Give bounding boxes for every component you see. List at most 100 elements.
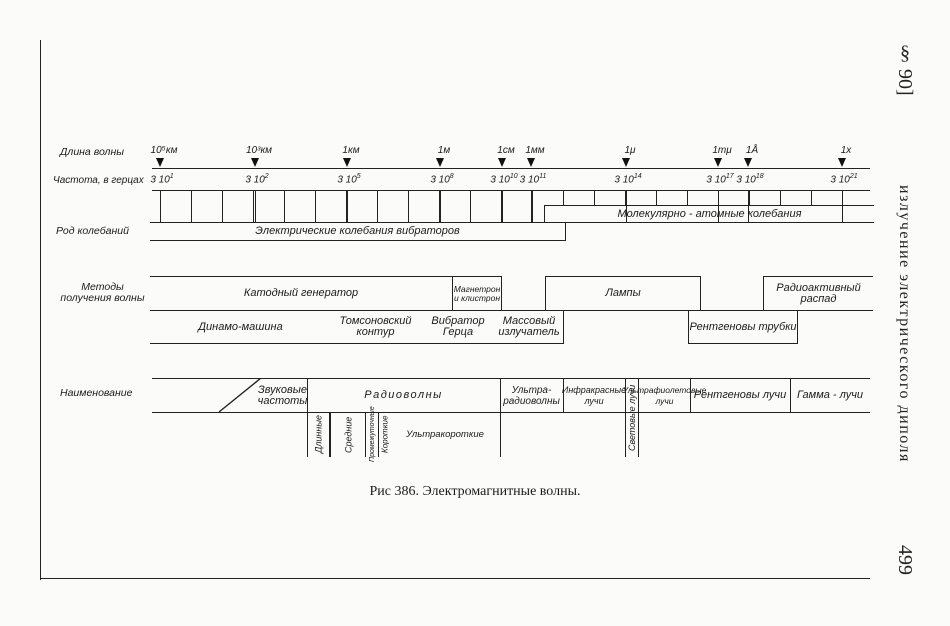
marker-triangle-icon bbox=[156, 158, 164, 167]
name-sound: Звуковые частоты bbox=[240, 378, 308, 413]
grid-major-line bbox=[531, 190, 532, 222]
name-intermediate-text: Промежуточные bbox=[369, 406, 376, 463]
naming-top bbox=[152, 378, 870, 379]
method-hertz: Вибратор Герца bbox=[420, 310, 496, 344]
name-long-text: Длинные bbox=[313, 415, 324, 454]
wavelength-mark: 1x bbox=[840, 145, 852, 156]
frequency-mark: 3 105 bbox=[337, 173, 360, 185]
grid-line bbox=[222, 190, 223, 222]
page-number: 499 bbox=[894, 545, 916, 575]
name-short-text: Короткие bbox=[380, 415, 390, 454]
grid-major-line bbox=[842, 190, 843, 222]
frequency-base: 3 10 bbox=[430, 174, 450, 186]
frequency-exponent: 5 bbox=[356, 173, 361, 180]
grid-line bbox=[811, 190, 812, 205]
frequency-base: 3 10 bbox=[736, 174, 756, 186]
frequency-exponent: 10 bbox=[509, 173, 518, 180]
wavelength-mark: 10⁵км bbox=[150, 145, 178, 156]
marker-triangle-icon bbox=[714, 158, 722, 167]
running-title: излучение электрического диполя bbox=[896, 185, 913, 463]
grid-line bbox=[501, 190, 502, 222]
grid-line bbox=[563, 190, 564, 205]
name-ultra-radio-text: Ультра- радиоволны bbox=[503, 384, 560, 407]
grid-line bbox=[191, 190, 192, 222]
frequency-mark: 3 102 bbox=[245, 173, 268, 185]
electrical-oscillations-band: Электрические колебания вибраторов bbox=[150, 222, 566, 241]
grid-line bbox=[625, 190, 626, 205]
name-xray: Рентгеновы лучи bbox=[690, 378, 791, 413]
grid-line bbox=[780, 190, 781, 205]
frequency-exponent: 2 bbox=[264, 173, 269, 180]
method-lamps: Лампы bbox=[545, 276, 701, 311]
method-magnetron-text: Магнетрон и клистрон bbox=[453, 283, 501, 303]
grid-line bbox=[377, 190, 378, 222]
method-thomson-text: Томсоновский контур bbox=[339, 315, 412, 338]
marker-triangle-icon bbox=[436, 158, 444, 167]
name-infrared-text: Инфракрасные лучи bbox=[561, 384, 627, 406]
section-number: § 90] bbox=[894, 42, 916, 96]
wavelength-axis bbox=[152, 168, 870, 169]
marker-triangle-icon bbox=[343, 158, 351, 167]
grid-major-line bbox=[718, 190, 719, 222]
grid-line bbox=[253, 190, 254, 222]
method-radioactive: Радиоактивный распад bbox=[763, 276, 873, 311]
method-magnetron: Магнетрон и клистрон bbox=[452, 276, 502, 311]
name-light: Световые лучи bbox=[625, 378, 639, 457]
methods-label: Методы получения волны bbox=[60, 281, 145, 304]
name-gamma-text: Гамма - лучи bbox=[796, 389, 864, 401]
grid-top bbox=[152, 190, 870, 191]
name-infrared: Инфракрасные лучи bbox=[561, 378, 627, 413]
method-cathode: Катодный генератор bbox=[150, 276, 453, 311]
frequency-base: 3 10 bbox=[150, 174, 170, 186]
frequency-exponent: 21 bbox=[849, 173, 858, 180]
marker-triangle-icon bbox=[527, 158, 535, 167]
frequency-mark: 3 108 bbox=[430, 173, 453, 185]
name-ultraviolet-text: Ультрафиолетовые лучи bbox=[622, 384, 707, 406]
frequency-base: 3 10 bbox=[337, 174, 357, 186]
naming-label: Наименование bbox=[60, 387, 133, 399]
grid-major-line bbox=[160, 190, 161, 222]
grid-line bbox=[346, 190, 347, 222]
frequency-exponent: 18 bbox=[755, 173, 764, 180]
name-intermediate: Промежуточные bbox=[365, 407, 379, 462]
frequency-base: 3 10 bbox=[490, 174, 510, 186]
name-gamma: Гамма - лучи bbox=[790, 378, 870, 413]
method-xray-tubes: Рентгеновы трубки bbox=[688, 310, 798, 344]
frequency-mark: 3 1010 bbox=[490, 173, 517, 185]
name-medium: Средние bbox=[330, 412, 366, 457]
grid-line bbox=[439, 190, 440, 222]
name-ultrashort: Ультракороткие bbox=[390, 412, 501, 457]
marker-triangle-icon bbox=[251, 158, 259, 167]
marker-triangle-icon bbox=[838, 158, 846, 167]
frequency-mark: 3 1017 bbox=[706, 173, 733, 185]
name-ultraviolet: Ультрафиолетовые лучи bbox=[623, 378, 706, 413]
grid-major-line bbox=[748, 190, 749, 222]
method-xray-tubes-text: Рентгеновы трубки bbox=[689, 320, 797, 333]
grid-major-line bbox=[255, 190, 256, 222]
method-mass-text: Массовый излучатель bbox=[498, 315, 560, 338]
sound-diagonal bbox=[218, 378, 262, 413]
grid-line bbox=[532, 190, 533, 222]
method-cathode-text: Катодный генератор bbox=[243, 287, 359, 299]
frequency-exponent: 8 bbox=[449, 173, 454, 180]
name-radio: Радиоволны bbox=[307, 378, 501, 413]
frequency-mark: 3 1014 bbox=[614, 173, 641, 185]
marker-triangle-icon bbox=[622, 158, 630, 167]
method-dynamo-text: Динамо-машина bbox=[198, 320, 283, 333]
wavelength-mark: 1см bbox=[497, 145, 515, 156]
marker-triangle-icon bbox=[498, 158, 506, 167]
wavelength-mark: 1Å bbox=[745, 145, 759, 156]
grid-major-line bbox=[347, 190, 348, 222]
name-sound-text: Звуковые частоты bbox=[257, 383, 308, 407]
marker-triangle-icon bbox=[744, 158, 752, 167]
wavelength-mark: 1mμ bbox=[712, 145, 732, 156]
frequency-mark: 3 1018 bbox=[736, 173, 763, 185]
method-thomson: Томсоновский контур bbox=[330, 310, 421, 344]
name-medium-text: Средние bbox=[343, 416, 354, 453]
method-hertz-text: Вибратор Герца bbox=[431, 315, 485, 338]
frequency-base: 3 10 bbox=[830, 174, 850, 186]
band-bottom-rule bbox=[565, 222, 870, 223]
name-light-text: Световые лучи bbox=[627, 384, 637, 451]
molecular-oscillations-band: Молекулярно - атомные колебания bbox=[544, 205, 874, 223]
page-left-rule bbox=[40, 40, 41, 580]
